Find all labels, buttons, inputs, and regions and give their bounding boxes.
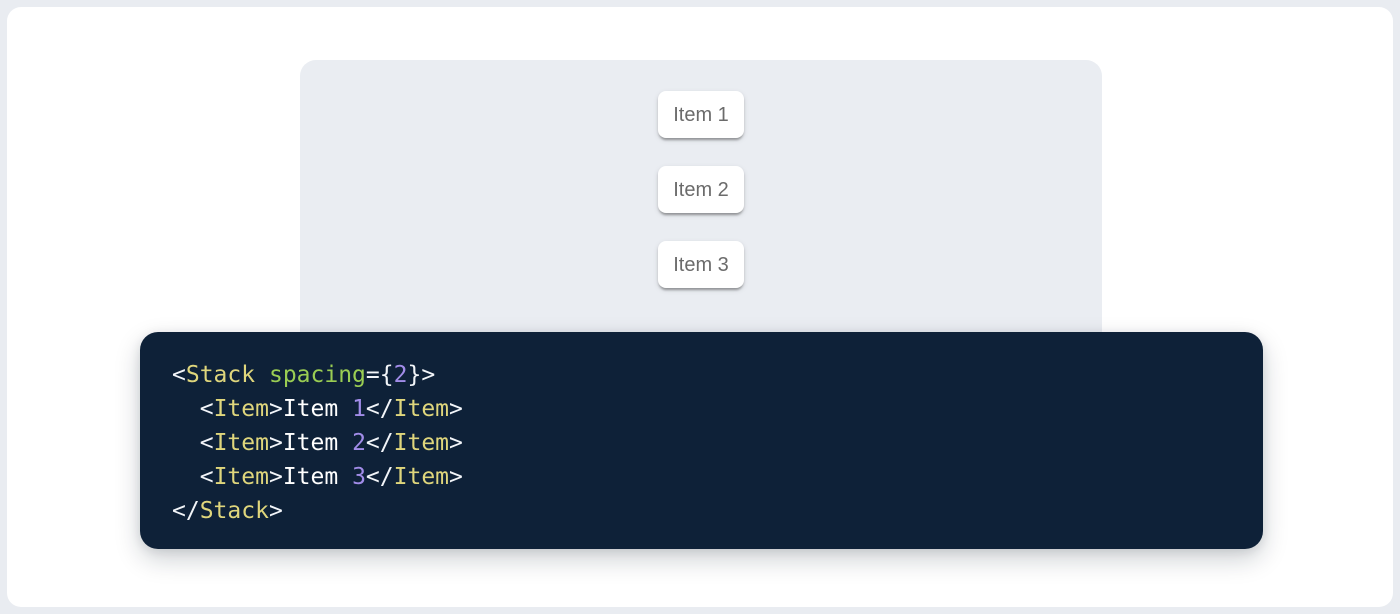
code-token-punct: < (172, 362, 186, 388)
code-token-punct: < (199, 430, 214, 456)
code-token-number: 2 (393, 362, 408, 388)
code-token-tag: Item (213, 396, 269, 422)
code-token-punct: > (268, 464, 283, 490)
code-token-punct: > (268, 396, 283, 422)
code-token-punct: = (365, 362, 380, 388)
stack-demo-panel: Item 1 Item 2 Item 3 (300, 60, 1102, 360)
code-token-plain: Item (282, 430, 353, 456)
code-token-punct: < (199, 464, 214, 490)
code-block: <Stack spacing={2}> <Item>Item 1</Item> … (140, 332, 1263, 549)
code-token-tag: Item (213, 464, 269, 490)
code-token-punct: > (268, 498, 283, 524)
stack-container: Item 1 Item 2 Item 3 (300, 60, 1102, 288)
code-token-punct: > (449, 396, 463, 422)
code-token-number: 1 (352, 396, 366, 422)
code-token-punct: </ (365, 430, 394, 456)
code-token-tag: Item (393, 396, 450, 422)
code-token-tag: Item (393, 430, 450, 456)
code-line: <Item>Item 2</Item> (172, 426, 1233, 460)
code-token-punct: > (449, 430, 463, 456)
code-line: <Item>Item 1</Item> (172, 392, 1233, 426)
code-token-punct: > (449, 464, 463, 490)
code-token-tag: Stack (185, 362, 256, 388)
stack-item-card: Item 3 (658, 241, 744, 288)
code-token-plain (172, 396, 200, 422)
code-token-attr: spacing (268, 362, 366, 388)
stack-item-label: Item 1 (673, 103, 729, 126)
code-token-punct: </ (365, 464, 394, 490)
code-token-punct: </ (172, 498, 200, 524)
code-line: </Stack> (172, 494, 1233, 528)
stack-item-label: Item 3 (673, 253, 729, 276)
code-content: <Stack spacing={2}> <Item>Item 1</Item> … (140, 332, 1263, 549)
stack-item-label: Item 2 (673, 178, 729, 201)
code-token-punct: > (421, 362, 436, 388)
code-token-number: 3 (352, 464, 366, 490)
code-token-punct: </ (365, 396, 394, 422)
code-token-plain (172, 464, 200, 490)
code-line: <Item>Item 3</Item> (172, 460, 1233, 494)
code-token-tag: Stack (199, 498, 269, 524)
code-token-punct: { (379, 362, 394, 388)
code-token-punct: < (199, 396, 214, 422)
code-token-plain: Item (282, 464, 353, 490)
code-token-tag: Item (213, 430, 269, 456)
code-token-punct: } (407, 362, 422, 388)
stack-item-card: Item 1 (658, 91, 744, 138)
code-line: <Stack spacing={2}> (172, 358, 1233, 392)
code-token-tag: Item (393, 464, 450, 490)
stack-item-card: Item 2 (658, 166, 744, 213)
code-token-punct: > (268, 430, 283, 456)
code-token-plain (172, 430, 200, 456)
code-token-number: 2 (352, 430, 366, 456)
code-token-plain (255, 362, 269, 388)
code-token-plain: Item (282, 396, 353, 422)
